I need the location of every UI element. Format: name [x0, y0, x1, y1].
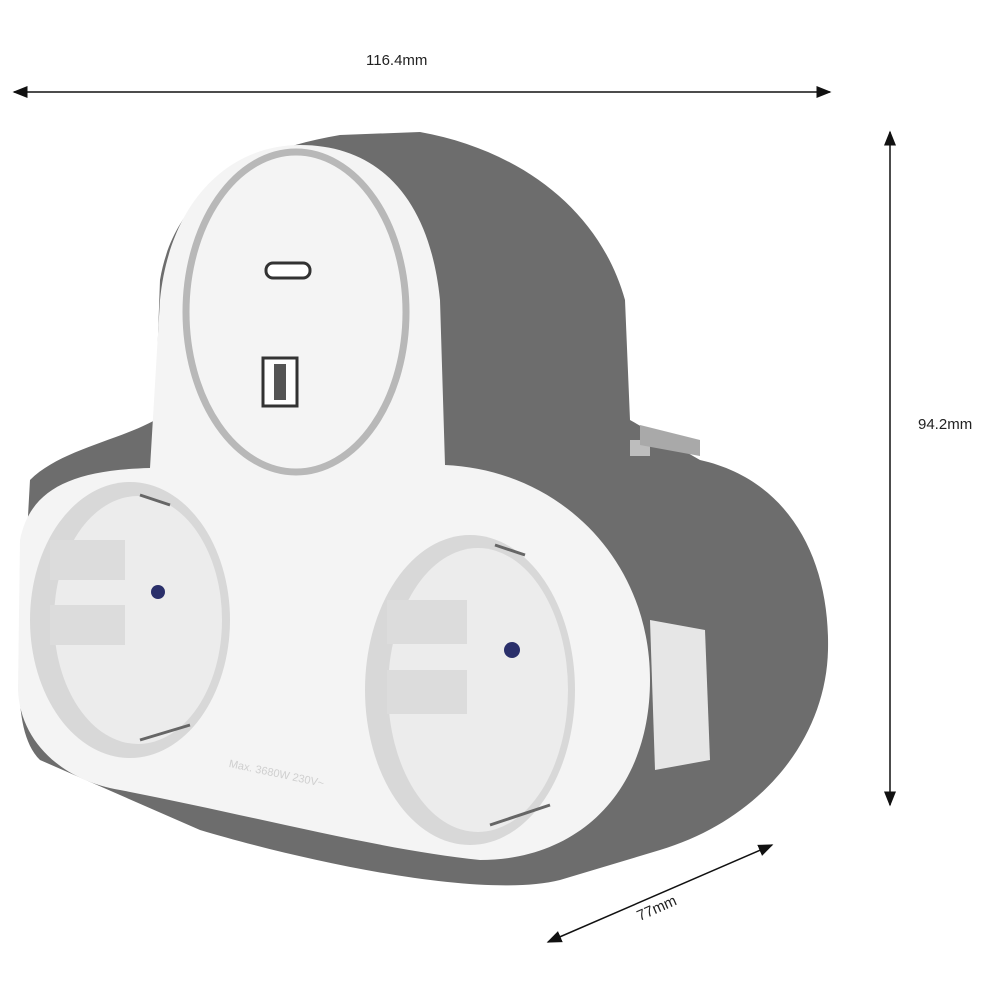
schuko-socket-right[interactable] — [365, 535, 575, 845]
usb-module — [182, 148, 410, 476]
usb-c-port[interactable] — [264, 261, 312, 280]
side-socket-recess — [650, 620, 710, 770]
schuko-socket-left[interactable] — [30, 482, 230, 758]
height-label: 94.2mm — [918, 416, 973, 433]
width-label: 116.4mm — [366, 52, 428, 69]
depth-arrow — [546, 844, 774, 943]
